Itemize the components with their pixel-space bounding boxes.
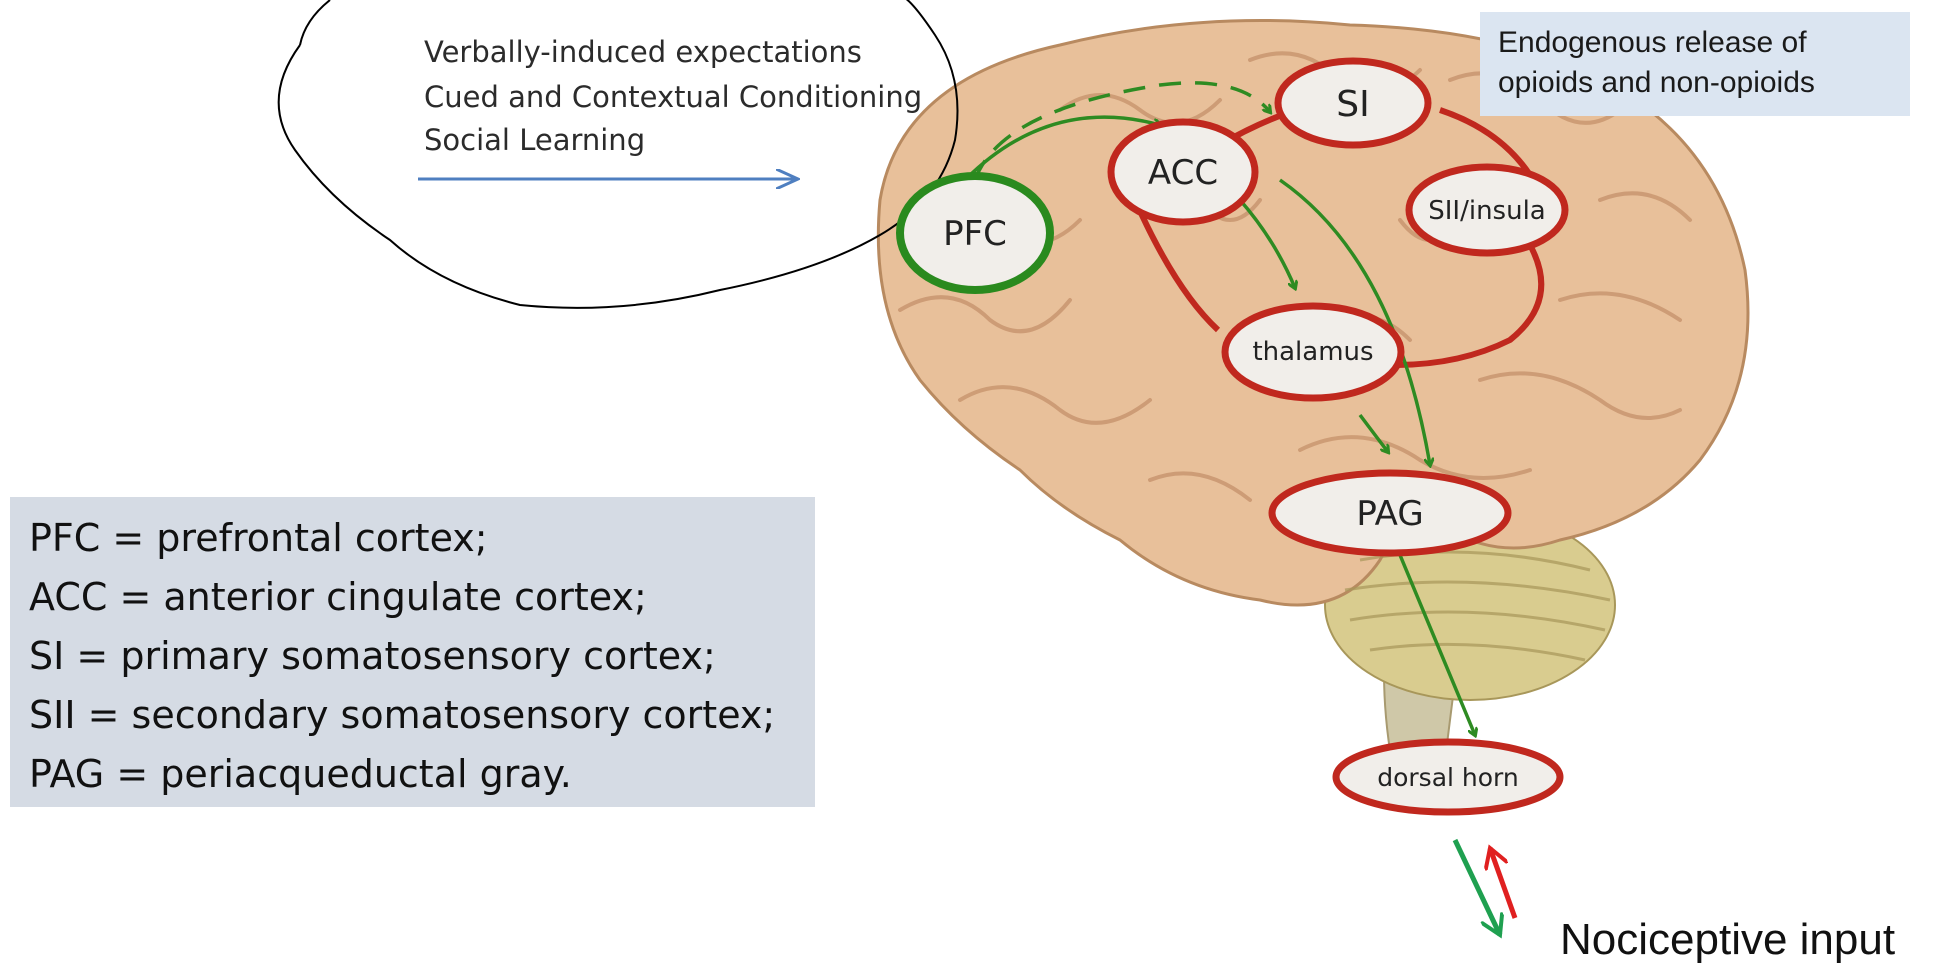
region-sii-insula: SII/insula [1405, 163, 1569, 257]
release-line-1: Endogenous release of [1498, 26, 1807, 59]
cue-line-2: Cued and Contextual Conditioning [424, 80, 922, 114]
legend-line-4: SII = secondary somatosensory cortex; [29, 693, 775, 737]
release-line-2: opioids and non-opioids [1498, 66, 1815, 99]
descending-green-arrow [1452, 838, 1500, 935]
region-pfc: PFC [896, 172, 1054, 294]
nociceptive-input-label: Nociceptive input [1560, 915, 1895, 964]
region-thalamus: thalamus [1221, 302, 1405, 402]
thalamus-label: thalamus [1252, 337, 1373, 367]
acc-label: ACC [1148, 153, 1218, 193]
region-pag: PAG [1268, 469, 1512, 557]
sii-label: SII/insula [1428, 196, 1545, 226]
ascending-red-arrow [1490, 848, 1518, 919]
region-acc: ACC [1107, 118, 1259, 226]
region-dorsal-horn: dorsal horn [1332, 738, 1564, 816]
hand-drawn-circle [277, 0, 959, 309]
legend-line-2: ACC = anterior cingulate cortex; [29, 575, 647, 619]
legend-line-5: PAG = periacqueductal gray. [29, 752, 572, 796]
green-pathways [963, 81, 1475, 735]
cue-line-1: Verbally-induced expectations [424, 35, 862, 69]
legend-line-3: SI = primary somatosensory cortex; [29, 634, 716, 678]
legend-line-1: PFC = prefrontal cortex; [29, 516, 488, 560]
region-si: SI [1274, 57, 1432, 149]
release-box: Endogenous release of opioids and non-op… [1480, 12, 1910, 116]
si-label: SI [1336, 84, 1369, 125]
dorsal-horn-label: dorsal horn [1377, 763, 1519, 792]
pag-label: PAG [1356, 494, 1423, 534]
abbreviation-legend: PFC = prefrontal cortex; ACC = anterior … [10, 497, 815, 807]
cue-list: Verbally-induced expectations Cued and C… [424, 35, 922, 157]
cue-line-3: Social Learning [424, 123, 645, 157]
pfc-label: PFC [943, 214, 1007, 254]
